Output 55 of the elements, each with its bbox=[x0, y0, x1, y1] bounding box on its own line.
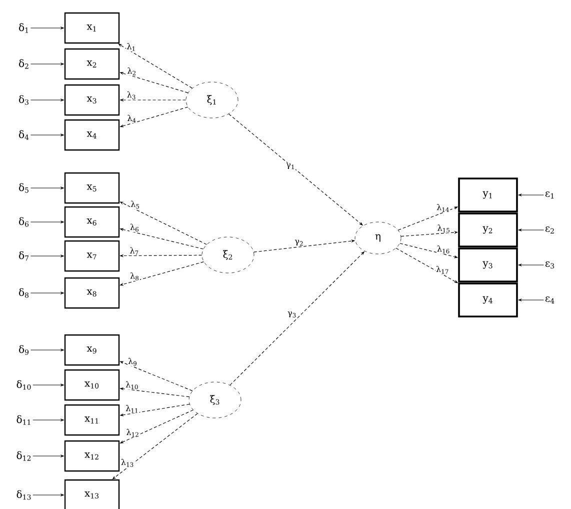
edge-label: λ$_{5}$ bbox=[130, 200, 140, 210]
error-label: δ$_{7}$ bbox=[19, 251, 28, 261]
edge-label: λ$_{16}$ bbox=[436, 245, 451, 254]
indicator-box: x$_{6}$ bbox=[64, 206, 120, 238]
error-label: δ$_{11}$ bbox=[16, 415, 30, 425]
edge-label: λ$_{6}$ bbox=[129, 223, 140, 232]
edge-label: λ$_{3}$ bbox=[126, 90, 137, 100]
edge-label: λ$_{9}$ bbox=[128, 357, 138, 366]
edge-label: λ$_{12}$ bbox=[126, 428, 140, 438]
error-label: ε$_{4}$ bbox=[545, 296, 554, 304]
indicator-box: y$_{2}$ bbox=[458, 212, 518, 248]
edge-label: λ$_{13}$ bbox=[120, 458, 135, 468]
edge-label: λ$_{14}$ bbox=[436, 204, 450, 212]
error-label: δ$_{10}$ bbox=[16, 380, 31, 390]
edge-label: λ$_{15}$ bbox=[436, 224, 451, 233]
indicator-box: x$_{8}$ bbox=[64, 277, 120, 309]
edge-label: λ$_{11}$ bbox=[125, 404, 140, 414]
indicator-box: x$_{5}$ bbox=[64, 172, 120, 204]
indicator-box: y$_{4}$ bbox=[458, 282, 518, 318]
indicator-box: x$_{7}$ bbox=[64, 240, 120, 272]
edge-label: λ$_{2}$ bbox=[126, 66, 138, 76]
edge-label: λ$_{17}$ bbox=[435, 265, 450, 274]
indicator-box: x$_{3}$ bbox=[64, 84, 120, 116]
edge-label: λ$_{8}$ bbox=[130, 272, 140, 281]
indicator-box: x$_{10}$ bbox=[64, 369, 120, 401]
error-label: ε$_{2}$ bbox=[545, 226, 554, 234]
indicator-box: y$_{3}$ bbox=[458, 248, 518, 282]
indicator-box: x$_{13}$ bbox=[64, 479, 120, 509]
edge-label: λ$_{7}$ bbox=[129, 246, 140, 256]
edge-label: γ$_{3}$ bbox=[287, 311, 298, 318]
indicator-box: x$_{2}$ bbox=[64, 48, 120, 80]
edge-label: γ$_{2}$ bbox=[294, 239, 304, 246]
indicator-box: y$_{1}$ bbox=[458, 178, 518, 212]
error-label: δ$_{5}$ bbox=[19, 183, 28, 193]
error-label: δ$_{12}$ bbox=[16, 451, 31, 461]
edge-label: γ$_{1}$ bbox=[286, 162, 296, 170]
error-label: δ$_{3}$ bbox=[19, 95, 28, 105]
error-label: δ$_{2}$ bbox=[19, 59, 28, 69]
indicator-box: x$_{1}$ bbox=[64, 12, 120, 44]
indicator-box: x$_{12}$ bbox=[64, 440, 120, 472]
indicator-box: x$_{9}$ bbox=[64, 334, 120, 366]
error-label: δ$_{1}$ bbox=[19, 23, 28, 33]
error-label: δ$_{13}$ bbox=[16, 490, 31, 500]
edge-label: λ$_{1}$ bbox=[126, 42, 137, 52]
edge-label: λ$_{10}$ bbox=[125, 380, 140, 390]
indicator-box: x$_{4}$ bbox=[64, 119, 120, 151]
arrow bbox=[118, 44, 192, 88]
error-label: δ$_{4}$ bbox=[19, 130, 29, 140]
error-label: ε$_{1}$ bbox=[545, 192, 554, 198]
error-label: δ$_{8}$ bbox=[19, 288, 29, 298]
error-label: δ$_{6}$ bbox=[19, 217, 29, 227]
error-label: ε$_{3}$ bbox=[545, 261, 554, 269]
error-label: δ$_{9}$ bbox=[19, 345, 29, 355]
indicator-box: x$_{11}$ bbox=[64, 404, 120, 436]
edge-label: λ$_{4}$ bbox=[126, 114, 138, 124]
